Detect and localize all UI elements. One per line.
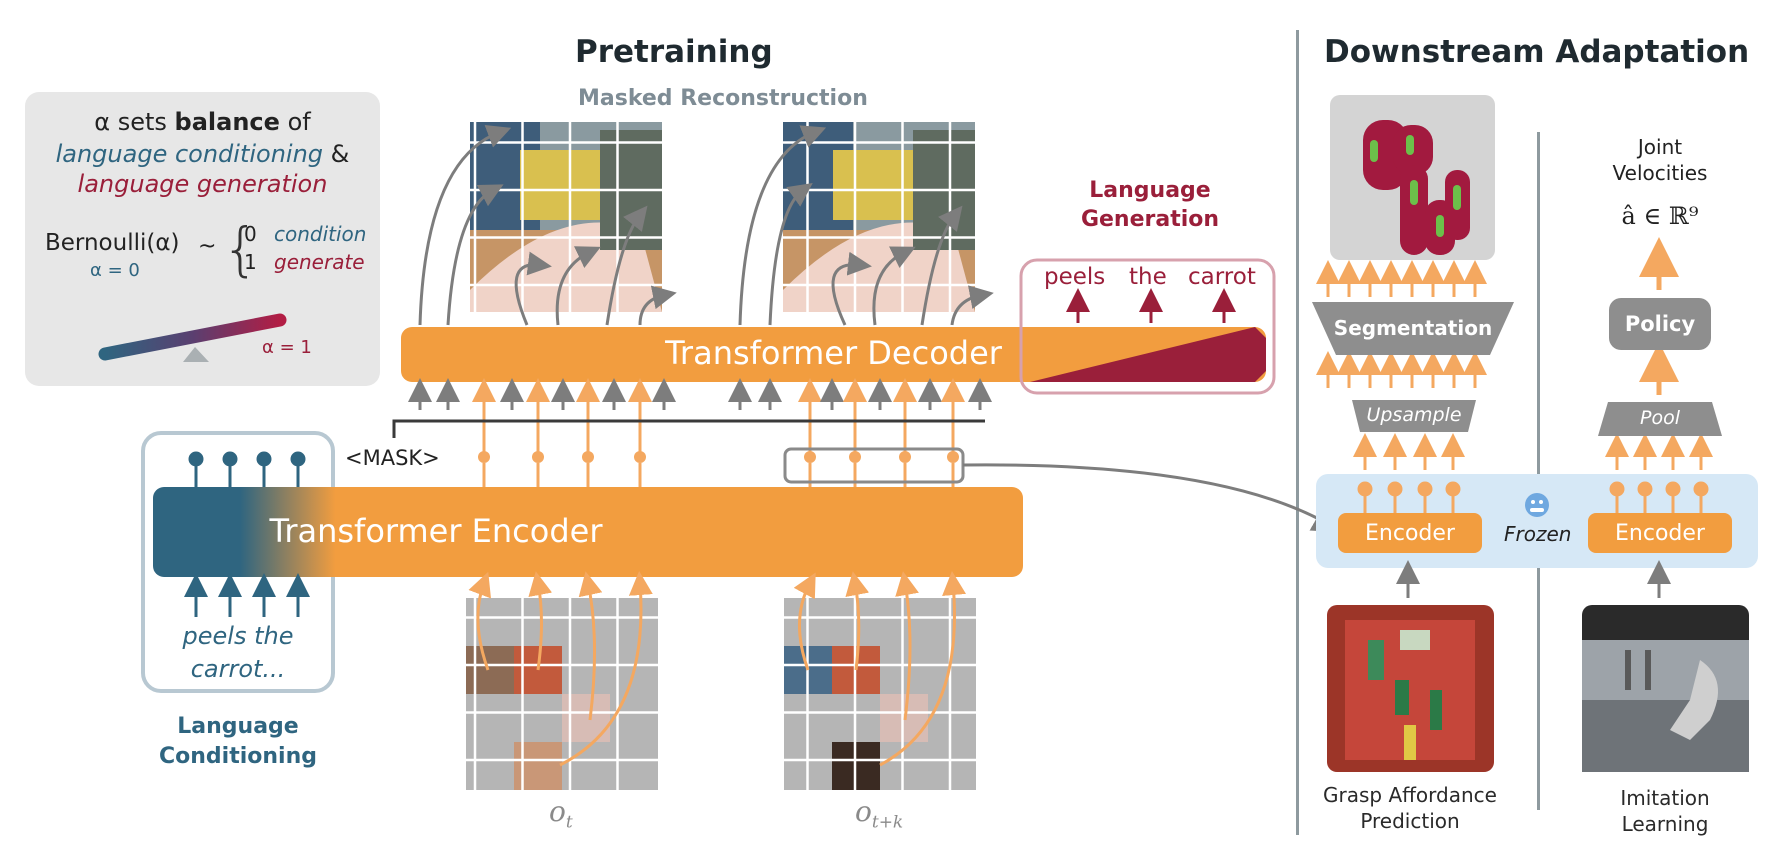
lang-gen-box [1019, 258, 1276, 395]
downstream-encoder-right: Encoder [1588, 513, 1732, 553]
masked-image-tk [784, 598, 976, 790]
pool-label: Pool [1640, 407, 1680, 429]
mask-token: <MASK> [345, 446, 440, 470]
upsample-trapezoid [1352, 400, 1476, 432]
recon-image-t [470, 122, 662, 312]
decoder-bar [401, 327, 1266, 382]
decoder-label: Transformer Decoder [665, 334, 1002, 372]
alpha-line1: α sets balance of [94, 108, 311, 136]
lang-gen-title: Language Generation [1080, 178, 1220, 232]
encoder-output-selection [783, 447, 965, 484]
gen-token-2: carrot [1188, 264, 1256, 290]
segmentation-label: Segmentation [1333, 316, 1493, 340]
policy-box [1609, 298, 1711, 350]
seesaw-pivot [183, 347, 209, 362]
imitation-caption: Imitation Learning [1620, 786, 1710, 836]
case1-label: generate [274, 250, 365, 274]
pool-input-arrows [1605, 433, 1713, 470]
section-divider [1296, 30, 1299, 835]
decoder-generation-wedge [1030, 327, 1266, 382]
cold-face-icon [1525, 493, 1549, 517]
alpha-zero-label: α = 0 [90, 260, 140, 281]
transfer-arrow [962, 463, 1344, 533]
case1-num: 1 [244, 250, 257, 274]
alpha-line3: language generation [77, 170, 328, 198]
upsample-label: Upsample [1366, 404, 1462, 426]
segmentation-trapezoid [1312, 302, 1514, 355]
lang-cond-text: peels the carrot... [182, 622, 294, 683]
encoder-output-dots [478, 451, 959, 463]
obs-t-label: ot [549, 795, 573, 833]
downstream-encoder-left: Encoder [1338, 513, 1482, 553]
grasp-caption: Grasp Affordance Prediction [1323, 783, 1497, 833]
downstream-divider [1537, 132, 1540, 810]
masked-reconstruction-title: Masked Reconstruction [578, 86, 868, 111]
pretraining-title: Pretraining [575, 34, 773, 70]
brace: { [222, 215, 259, 283]
encoder-bar [153, 487, 1023, 577]
gen-token-0: peels [1044, 264, 1106, 290]
tilde: ~ [198, 234, 217, 259]
alpha-line2: language conditioning & [55, 140, 350, 168]
bernoulli-label: Bernoulli(α) [45, 230, 180, 256]
action-space-label: â ∈ ℝ⁹ [1621, 202, 1699, 230]
case0-num: 0 [244, 222, 257, 246]
pool-trapezoid [1598, 402, 1722, 436]
lang-cond-title: Language Conditioning [159, 714, 317, 769]
lang-input-arrows [184, 573, 310, 617]
imitation-image [1582, 605, 1749, 772]
recon-image-tk [783, 122, 975, 312]
case0-label: condition [274, 222, 367, 246]
encoder-label: Transformer Encoder [269, 512, 603, 550]
joint-velocities-label: Joint Velocities [1612, 135, 1708, 185]
lang-output-pins [188, 451, 306, 487]
right-encoder-pins [1609, 481, 1709, 513]
segmentation-output-arrows [1316, 260, 1487, 470]
seesaw-beam [98, 313, 287, 361]
left-encoder-pins [1357, 481, 1461, 513]
alpha-one-label: α = 1 [262, 337, 312, 358]
masked-image-t [466, 598, 658, 790]
grasp-image [1327, 605, 1494, 772]
frozen-label: Frozen [1504, 522, 1572, 546]
gen-token-1: the [1129, 264, 1167, 290]
policy-label: Policy [1624, 312, 1696, 336]
downstream-title: Downstream Adaptation [1324, 34, 1750, 70]
obs-tk-label: ot+k [855, 795, 904, 833]
mask-bracket [392, 419, 985, 438]
